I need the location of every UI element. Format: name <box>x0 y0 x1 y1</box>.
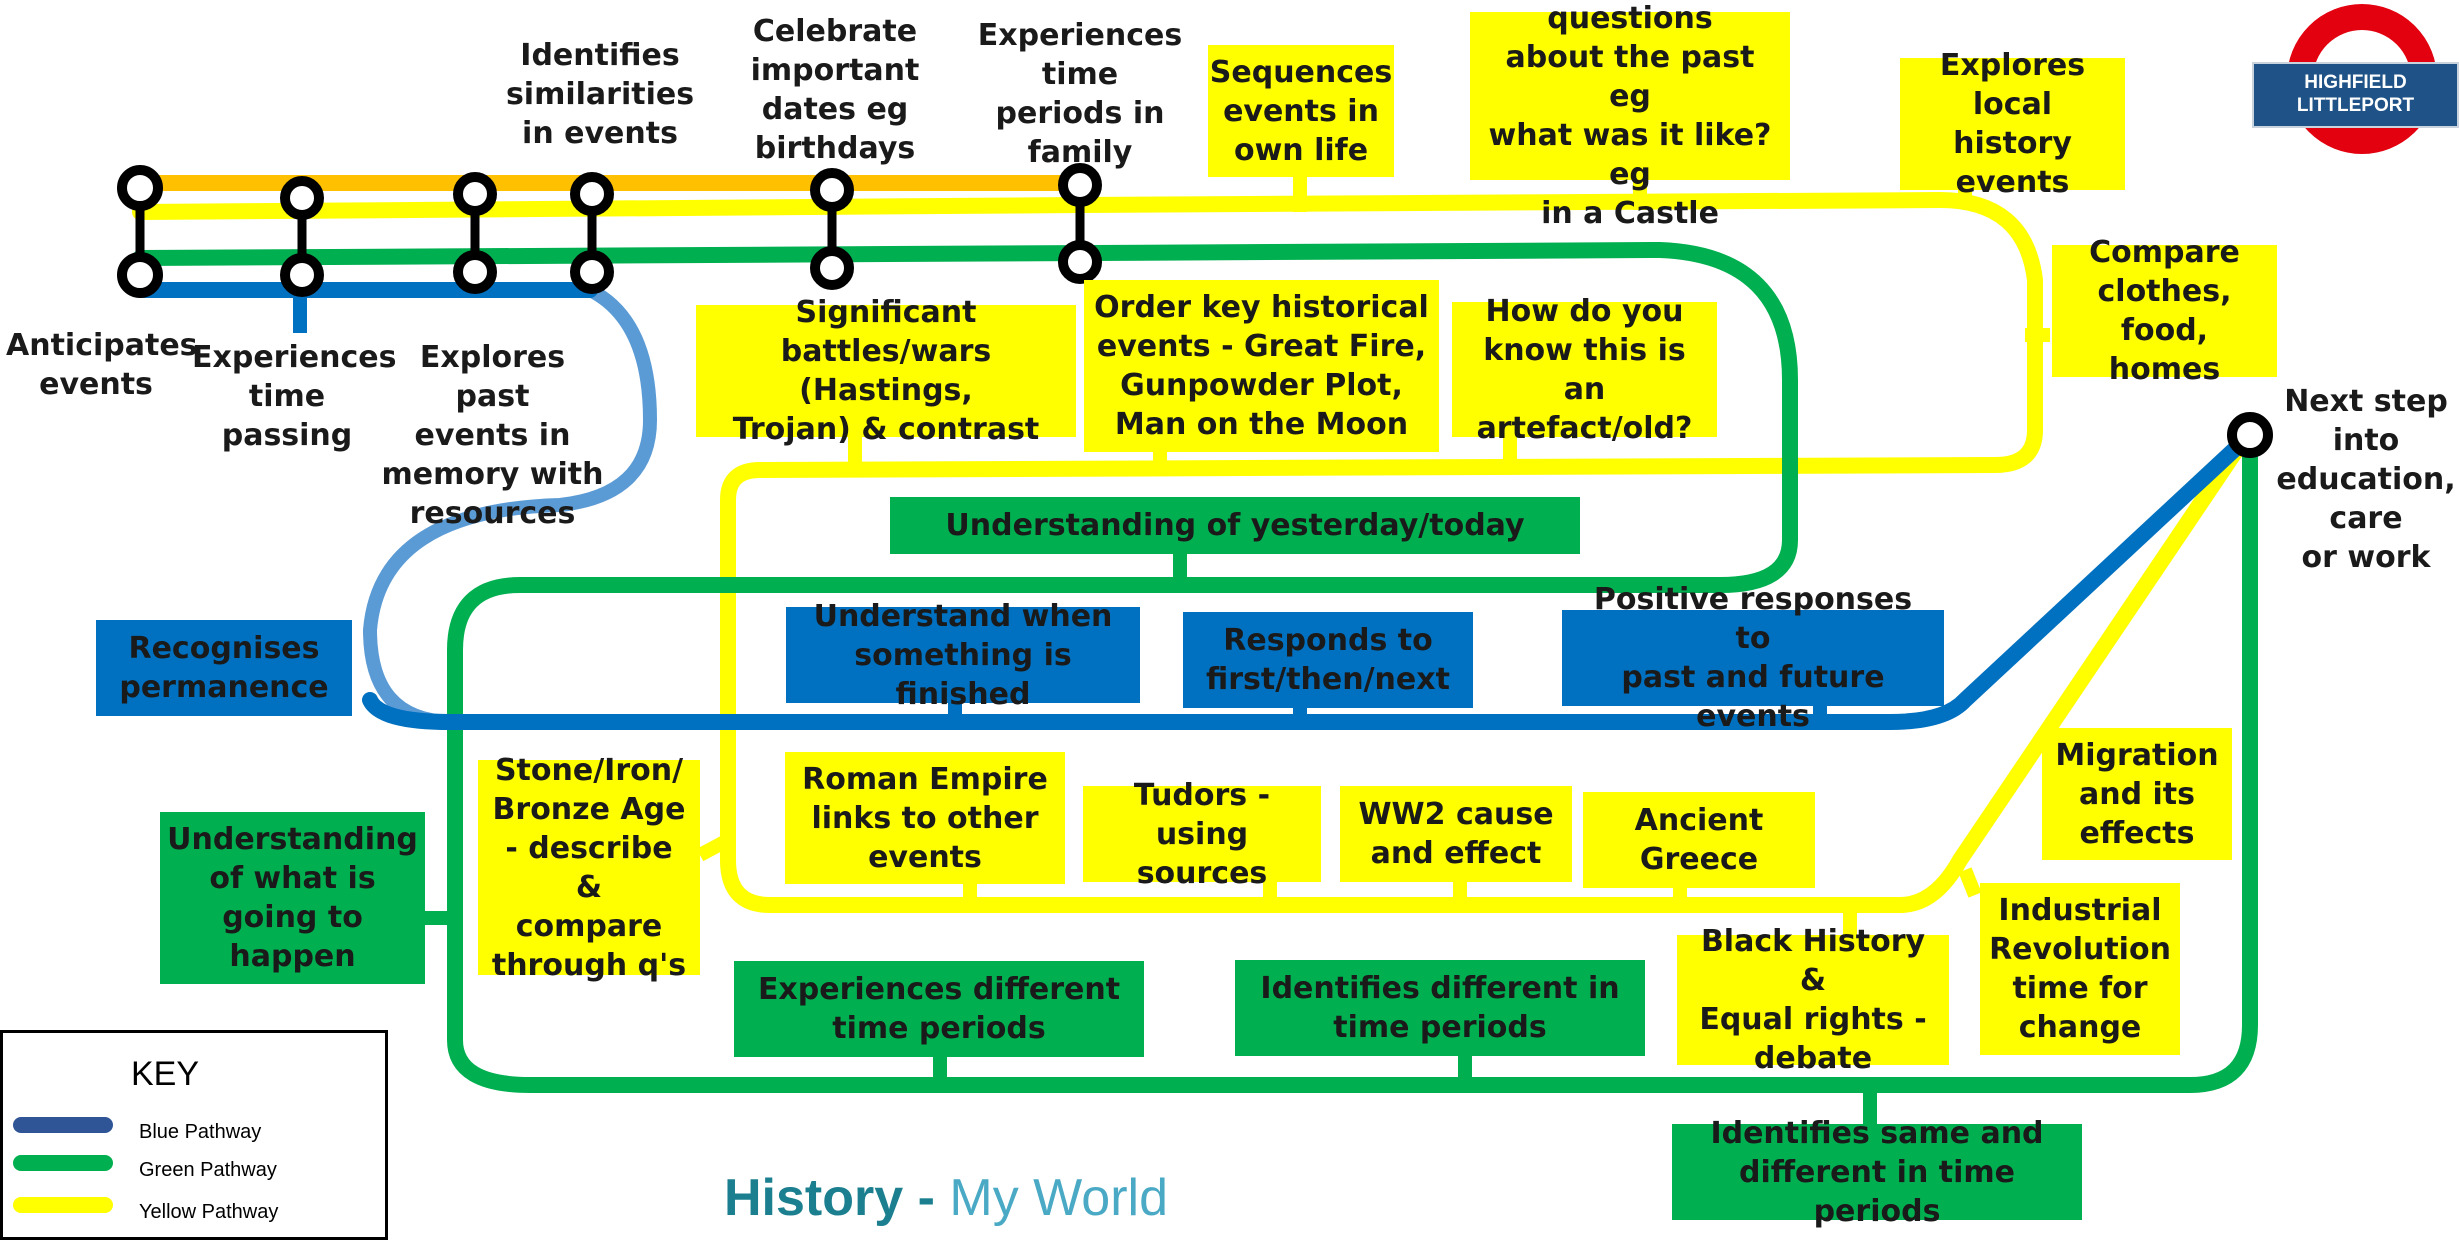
yellow-box-artefact: How do you know this is an artefact/old? <box>1452 294 1717 446</box>
legend: KEY Blue Pathway Green Pathway Yellow Pa… <box>0 1030 388 1240</box>
legend-swatch-green <box>13 1155 113 1171</box>
label-anticipates-events: Anticipates events <box>6 328 198 402</box>
title-theme: My World <box>949 1169 1169 1227</box>
yellow-box-industrial-revolution: Industrial Revolution time for change <box>1980 883 2180 1055</box>
legend-swatch-blue <box>13 1117 113 1133</box>
title-separator: - <box>917 1169 935 1227</box>
blue-box-understand-finished: Understand when something is finished <box>786 599 1140 712</box>
school-logo: HIGHFIELD LITTLEPORT <box>2252 0 2459 170</box>
yellow-box-black-history: Black History & Equal rights - debate <box>1677 924 1949 1076</box>
green-box-identifies-different: Identifies different in time periods <box>1235 960 1645 1056</box>
yellow-box-order-key-events: Order key historical events - Great Fire… <box>1084 280 1439 452</box>
green-track <box>132 242 2258 1093</box>
yellow-box-compare-clothes: Compare clothes, food, homes <box>2052 235 2277 387</box>
yellow-box-migration: Migration and its effects <box>2042 728 2232 860</box>
label-explores-past-events: Explores past events in memory with reso… <box>381 340 604 531</box>
blue-box-past-future: Positive responses to past and future ev… <box>1562 582 1944 734</box>
blue-track <box>132 282 2258 730</box>
label-experiences-time-passing: Experiences time passing <box>192 340 397 453</box>
page-title: History - My World <box>724 1168 1168 1228</box>
roundel-bar: HIGHFIELD LITTLEPORT <box>2252 62 2459 128</box>
green-box-going-to-happen: Understanding of what is going to happen <box>160 812 425 984</box>
label-next-step: Next step into education, care or work <box>2276 384 2456 575</box>
label-identifies-similarities: Identifies similarities in events <box>505 38 695 151</box>
legend-label-yellow: Yellow Pathway <box>139 1201 279 1223</box>
title-subject: History <box>724 1169 904 1227</box>
yellow-box-ask-basic-questions: Ask basic questions about the past eg wh… <box>1470 1 1790 231</box>
yellow-box-local-history: Explores local history events <box>1900 48 2125 200</box>
blue-track-light <box>362 283 658 729</box>
yellow-box-sequences-events: Sequences events in own life <box>1208 45 1394 177</box>
yellow-box-tudors: Tudors - using sources <box>1083 778 1321 891</box>
yellow-box-stone-iron-bronze: Stone/Iron/ Bronze Age - describe & comp… <box>478 753 700 983</box>
yellow-box-significant-battles: Significant battles/wars (Hastings, Troj… <box>696 295 1076 447</box>
label-experiences-time-periods: Experiences time periods in family <box>977 18 1183 170</box>
green-box-experiences-different: Experiences different time periods <box>734 961 1144 1057</box>
blue-box-recognises-permanence: Recognises permanence <box>96 620 352 716</box>
label-celebrate-dates: Celebrate important dates eg birthdays <box>750 14 920 166</box>
legend-label-green: Green Pathway <box>139 1159 277 1181</box>
logo-line2: LITTLEPORT <box>2296 95 2415 116</box>
green-box-yesterday-today: Understanding of yesterday/today <box>890 497 1580 554</box>
yellow-box-roman-empire: Roman Empire links to other events <box>785 752 1065 884</box>
blue-box-first-then-next: Responds to first/then/next <box>1183 612 1473 708</box>
logo-line1: HIGHFIELD <box>2304 72 2407 94</box>
yellow-track <box>132 192 2258 913</box>
legend-title: KEY <box>131 1055 200 1093</box>
yellow-box-ww2: WW2 cause and effect <box>1340 786 1572 882</box>
yellow-box-ancient-greece: Ancient Greece <box>1583 792 1815 888</box>
legend-swatch-yellow <box>13 1197 113 1213</box>
station-markers <box>117 163 2273 458</box>
legend-label-blue: Blue Pathway <box>139 1121 262 1143</box>
green-box-identifies-same-different: Identifies same and different in time pe… <box>1672 1116 2082 1229</box>
